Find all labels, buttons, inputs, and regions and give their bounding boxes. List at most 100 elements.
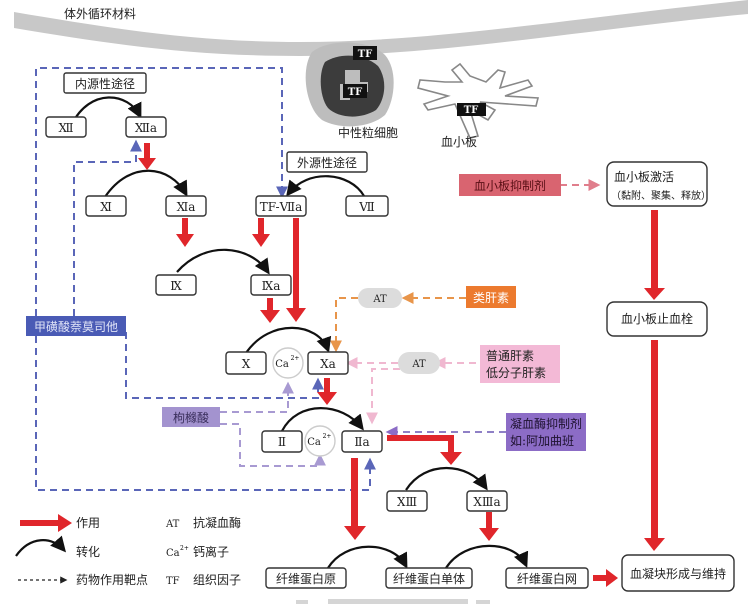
antithrombin-bubble: AT <box>398 352 440 374</box>
drug-target-line <box>73 139 142 316</box>
factor-node-iia: Ⅱa <box>341 430 383 453</box>
svg-text:TF: TF <box>166 576 180 587</box>
calcium-node: Ca 2+ <box>304 425 336 457</box>
factor-node-tf-viia: TF-Ⅶa <box>255 195 307 217</box>
conversion-arrow <box>286 175 365 197</box>
legend-conversion: 转化 <box>15 535 100 559</box>
svg-text:Ca: Ca <box>275 359 289 370</box>
svg-text:低分子肝素: 低分子肝素 <box>486 366 546 380</box>
action-arrow <box>252 218 270 247</box>
drug-antiplatelet: 血小板抑制剂 <box>459 174 561 196</box>
svg-text:血小板激活: 血小板激活 <box>614 170 674 184</box>
drug-heparinoid: 类肝素 <box>466 286 516 308</box>
svg-text:血小板抑制剂: 血小板抑制剂 <box>474 178 546 193</box>
conversion-arrow <box>281 407 364 432</box>
svg-text:血小板止血栓: 血小板止血栓 <box>621 311 693 326</box>
platelet-cell: TF <box>417 62 540 139</box>
fibrin-monomer-box: 纤维蛋白单体 <box>385 567 473 589</box>
platelet-label: 血小板 <box>441 135 477 149</box>
drug-target-line <box>330 297 358 353</box>
svg-text:Ca: Ca <box>307 437 321 448</box>
extrinsic-pathway-label: 外源性途径 <box>297 155 357 170</box>
factor-node-xi: Ⅺ <box>85 195 127 217</box>
tf-tag-label: TF <box>348 87 363 98</box>
intrinsic-pathway-label: 内源性途径 <box>75 76 135 91</box>
svg-text:钙离子: 钙离子 <box>193 544 229 559</box>
neutrophil-label: 中性粒细胞 <box>338 125 398 140</box>
legend-abbr-at: AT 抗凝血酶 <box>165 515 241 530</box>
drug-nafamostat: 甲磺酸萘莫司他 <box>26 316 126 336</box>
drug-heparin: 普通肝素 低分子肝素 <box>480 345 560 383</box>
conversion-arrow <box>327 545 408 569</box>
svg-text:2+: 2+ <box>180 545 189 552</box>
action-arrow <box>387 435 462 465</box>
svg-text:类肝素: 类肝素 <box>473 291 509 305</box>
tf-tag-label: TF <box>358 49 373 60</box>
circuit-material-band <box>14 0 748 56</box>
svg-text:Ⅺ: Ⅺ <box>100 200 112 214</box>
factor-node-xii: Ⅻ <box>45 116 87 138</box>
conversion-arrow <box>176 248 270 275</box>
svg-text:如:阿加曲班: 如:阿加曲班 <box>510 433 574 448</box>
tf-tag <box>343 84 367 98</box>
svg-text:Ⅻa: Ⅻa <box>135 121 157 135</box>
drug-target-line <box>220 423 326 467</box>
legend-effect: 作用 <box>20 514 100 532</box>
action-arrow <box>479 512 499 541</box>
action-arrow <box>593 569 618 587</box>
factor-node-ii: Ⅱ <box>261 430 303 453</box>
svg-text:AT: AT <box>165 519 180 530</box>
factor-node-ixa: Ⅸa <box>250 274 292 296</box>
drug-target-line <box>366 368 400 425</box>
svg-text:枸橼酸: 枸橼酸 <box>173 410 209 425</box>
drug-citrate: 枸橼酸 <box>162 407 220 427</box>
svg-text:AT: AT <box>372 294 387 305</box>
svg-text:转化: 转化 <box>76 544 100 559</box>
factor-node-xiii: ⅩⅢ <box>386 490 428 512</box>
action-arrow <box>138 143 156 170</box>
svg-text:（黏附、聚集、释放）: （黏附、聚集、释放） <box>611 189 711 202</box>
svg-text:Ca: Ca <box>166 548 180 559</box>
svg-text:2+: 2+ <box>291 355 300 362</box>
svg-text:TF-Ⅶa: TF-Ⅶa <box>260 200 303 214</box>
tf-tag <box>353 46 377 60</box>
action-arrow <box>176 218 194 247</box>
platelet-activation-box: 血小板激活 （黏附、聚集、释放） <box>606 161 711 207</box>
intrinsic-pathway-box <box>63 72 147 94</box>
conversion-arrow <box>104 169 188 198</box>
drug-target-line <box>220 381 294 413</box>
action-arrow <box>344 458 366 540</box>
drug-thrombin-inhibitor: 凝血酶抑制剂 如:阿加曲班 <box>506 413 586 451</box>
svg-text:普通肝素: 普通肝素 <box>486 349 534 363</box>
fibrinogen-box: 纤维蛋白原 <box>265 567 347 589</box>
factor-node-xa: Ⅹa <box>307 351 349 375</box>
svg-text:血凝块形成与维持: 血凝块形成与维持 <box>630 566 726 581</box>
svg-text:组织因子: 组织因子 <box>193 573 241 587</box>
drug-target-line <box>125 332 324 399</box>
calcium-node: Ca 2+ <box>272 347 304 379</box>
conversion-arrow <box>405 467 488 491</box>
action-arrow <box>260 298 280 323</box>
svg-text:纤维蛋白原: 纤维蛋白原 <box>276 571 336 586</box>
factor-node-x: Ⅹ <box>225 351 267 375</box>
svg-text:作用: 作用 <box>76 516 100 530</box>
svg-text:纤维蛋白网: 纤维蛋白网 <box>517 571 577 586</box>
action-arrow <box>644 210 665 300</box>
legend-drug-target: 药物作用靶点 <box>18 573 148 587</box>
svg-text:凝血酶抑制剂: 凝血酶抑制剂 <box>510 416 582 431</box>
fibrin-network-box: 纤维蛋白网 <box>505 567 589 589</box>
svg-text:Ⅸ: Ⅸ <box>170 279 182 293</box>
svg-text:甲磺酸萘莫司他: 甲磺酸萘莫司他 <box>34 319 118 334</box>
svg-text:Ⅱ: Ⅱ <box>278 435 286 449</box>
action-arrow <box>317 378 337 405</box>
platelet-plug-box: 血小板止血栓 <box>606 301 708 337</box>
svg-text:纤维蛋白单体: 纤维蛋白单体 <box>393 571 465 586</box>
factor-node-xia: Ⅺa <box>165 195 207 217</box>
svg-text:抗凝血酶: 抗凝血酶 <box>193 515 241 530</box>
conversion-arrow <box>245 326 332 354</box>
svg-text:Ⅹa: Ⅹa <box>320 357 336 371</box>
conversion-arrow <box>445 544 529 569</box>
legend-abbr-ca: Ca 2+ 钙离子 <box>166 544 229 559</box>
factor-node-xiia: Ⅻa <box>125 116 167 138</box>
